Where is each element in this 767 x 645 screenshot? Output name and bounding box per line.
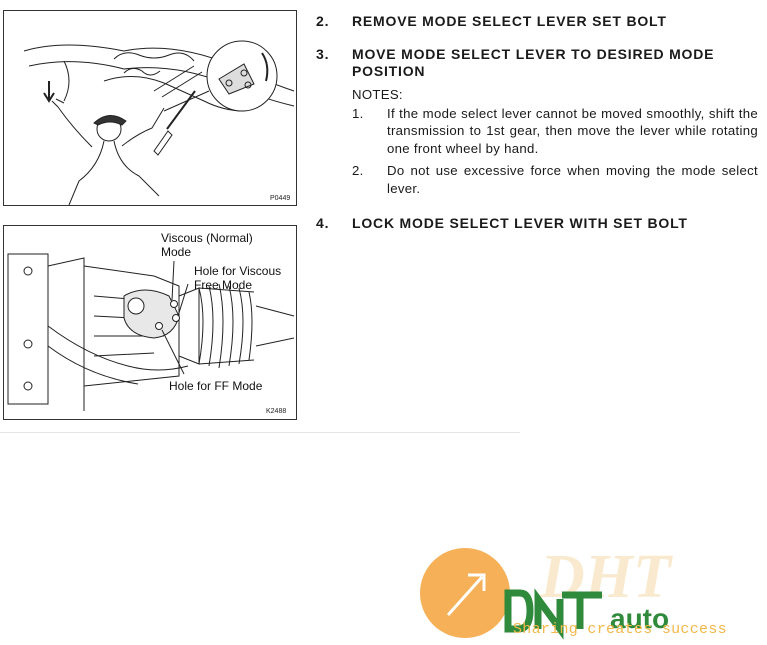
step-text: MOVE MODE SELECT LEVER TO DESIRED MODE P… (352, 46, 715, 79)
notes-block: NOTES: 1. If the mode select lever canno… (352, 86, 758, 202)
note-text: Do not use excessive force when moving t… (387, 163, 758, 196)
figure-code: K2488 (266, 408, 287, 415)
figure-mode-select-lever: Viscous (Normal) Mode Hole for Viscous F… (3, 225, 297, 420)
note-item: 1. If the mode select lever cannot be mo… (352, 105, 758, 158)
callout-viscous-free-mode: Hole for Viscous Free Mode (194, 264, 282, 292)
figure-mechanic-lever: P0449 (3, 10, 297, 206)
transfer-case-illustration (7, 253, 295, 411)
step-number: 4. (316, 215, 330, 231)
step-text: LOCK MODE SELECT LEVER WITH SET BOLT (352, 215, 688, 231)
mechanic-illustration (23, 40, 295, 205)
watermark-tagline: Sharing creates success (513, 621, 727, 638)
note-item: 2. Do not use excessive force when movin… (352, 162, 758, 197)
callout-viscous-normal-mode: Viscous (Normal) Mode (161, 231, 253, 259)
step-text: REMOVE MODE SELECT LEVER SET BOLT (352, 13, 667, 29)
figure-code: P0449 (270, 195, 291, 202)
note-number: 1. (352, 105, 364, 121)
notes-header: NOTES: (352, 87, 403, 102)
note-number: 2. (352, 163, 364, 178)
scan-artifact-line (0, 432, 520, 433)
note-text: If the mode select lever cannot be moved… (387, 105, 758, 156)
dht-auto-logo: DHT auto (420, 545, 673, 640)
svg-text:auto: auto (610, 603, 669, 634)
step-number: 3. (316, 46, 330, 62)
callout-ff-mode: Hole for FF Mode (169, 379, 263, 393)
step-number: 2. (316, 13, 330, 29)
